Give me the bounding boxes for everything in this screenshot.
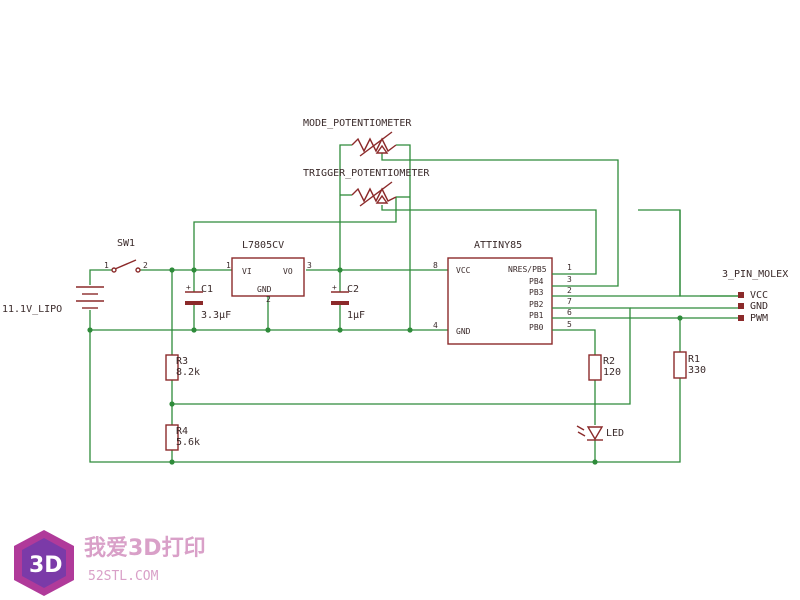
mcu-pin-name: NRES/PB5 <box>508 265 547 274</box>
mcu-pin-num: 7 <box>567 297 572 306</box>
molex-label: 3_PIN_MOLEX <box>722 269 788 280</box>
r2-label: R2 <box>603 356 615 367</box>
c1-plus: + <box>186 283 191 292</box>
c1-label: C1 <box>201 284 213 295</box>
wires <box>89 144 738 463</box>
switch-sw1: SW1 1 2 <box>104 238 148 273</box>
watermark-logo-text: 3D <box>29 553 63 578</box>
led: LED <box>576 425 624 441</box>
molex-pin: GND <box>750 301 768 312</box>
r4-value: 5.6k <box>176 437 200 448</box>
resistor-r2: R2 120 <box>588 354 621 381</box>
battery: 11.1V_LIPO <box>2 286 104 315</box>
sw1-label: SW1 <box>117 238 135 249</box>
mode-pot-label: MODE_POTENTIOMETER <box>303 118 412 129</box>
resistor-r1: R1 330 <box>673 351 706 379</box>
mcu-pin-name: PB0 <box>529 323 544 332</box>
watermark: 3D 我爱3D打印 52STL.COM <box>14 530 206 596</box>
mode-potentiometer: MODE_POTENTIOMETER <box>303 118 412 157</box>
resistor-r3: R3 8.2k <box>165 354 200 381</box>
reg-gnd: GND <box>257 285 272 294</box>
capacitor-c1: + C1 3.3µF <box>185 283 231 321</box>
mcu-pin-num: 1 <box>567 263 572 272</box>
mcu-label: ATTINY85 <box>474 240 522 251</box>
c2-value: 1µF <box>347 310 365 321</box>
mcu-pin-num: 2 <box>567 286 572 295</box>
c2-label: C2 <box>347 284 359 295</box>
led-label: LED <box>606 428 624 439</box>
reg-vi: VI <box>242 267 252 276</box>
watermark-url: 52STL.COM <box>88 569 159 584</box>
mcu-pin-num: 5 <box>567 320 572 329</box>
r1-label: R1 <box>688 354 700 365</box>
mcu-gnd: GND <box>456 327 471 336</box>
r3-value: 8.2k <box>176 367 200 378</box>
mcu-pin8: 8 <box>433 261 438 270</box>
mcu-vcc: VCC <box>456 266 471 275</box>
regulator-label: L7805CV <box>242 240 284 251</box>
r2-value: 120 <box>603 367 621 378</box>
mcu-pin-name: PB1 <box>529 311 544 320</box>
molex-pin: PWM <box>750 313 768 324</box>
watermark-cn-text: 我爱3D打印 <box>84 536 206 561</box>
r4-label: R4 <box>176 426 188 437</box>
c2-plus: + <box>332 283 337 292</box>
mcu-pin-num: 6 <box>567 308 572 317</box>
reg-pin1: 1 <box>226 261 231 270</box>
junction-dots <box>87 267 683 465</box>
mcu-attiny85: ATTINY85 VCC GND 8 4 NRES/PB5 PB4 PB3 PB… <box>433 240 576 345</box>
mcu-pin-name: PB2 <box>529 300 544 309</box>
battery-label: 11.1V_LIPO <box>2 304 62 315</box>
trigger-potentiometer: TRIGGER_POTENTIOMETER <box>303 168 430 207</box>
r3-label: R3 <box>176 356 188 367</box>
sw1-pin1: 1 <box>104 261 109 270</box>
reg-pin2: 2 <box>266 295 271 304</box>
mcu-pin-name: PB3 <box>529 288 544 297</box>
resistor-r4: R4 5.6k <box>165 424 200 451</box>
watermark-logo: 3D <box>14 530 74 596</box>
mcu-pin-name: PB4 <box>529 277 544 286</box>
reg-pin3: 3 <box>307 261 312 270</box>
r1-value: 330 <box>688 365 706 376</box>
mcu-pin-num: 3 <box>567 275 572 284</box>
molex-connector: 3_PIN_MOLEX VCC GND PWM <box>722 269 788 324</box>
mcu-pin4: 4 <box>433 321 438 330</box>
regulator-l7805cv: L7805CV VI VO GND 1 2 3 <box>226 240 312 304</box>
capacitor-c2: + C2 1µF <box>331 283 365 321</box>
sw1-pin2: 2 <box>143 261 148 270</box>
trigger-pot-label: TRIGGER_POTENTIOMETER <box>303 168 430 179</box>
molex-pin: VCC <box>750 290 768 301</box>
reg-vo: VO <box>283 267 293 276</box>
c1-value: 3.3µF <box>201 310 231 321</box>
